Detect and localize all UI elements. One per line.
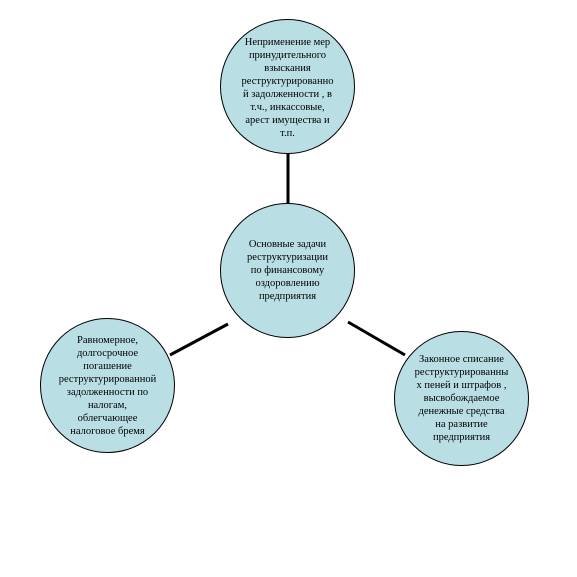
node-top-text: Неприменение мер принудительного взыскан… — [241, 36, 334, 139]
node-right-write-off: Законное списание реструктурированны х п… — [394, 331, 529, 466]
connector-center-right — [347, 320, 406, 357]
node-right-text: Законное списание реструктурированны х п… — [414, 354, 509, 443]
node-center-text: Основные задачи реструктуризации по фина… — [246, 239, 329, 302]
node-center-main-tasks: Основные задачи реструктуризации по фина… — [220, 203, 355, 338]
connector-center-left — [169, 322, 229, 357]
node-top-enforcement: Неприменение мер принудительного взыскан… — [220, 19, 355, 154]
node-left-repayment: Равномерное, долгосрочное погашение рест… — [40, 318, 175, 453]
node-left-text: Равномерное, долгосрочное погашение рест… — [58, 334, 157, 437]
